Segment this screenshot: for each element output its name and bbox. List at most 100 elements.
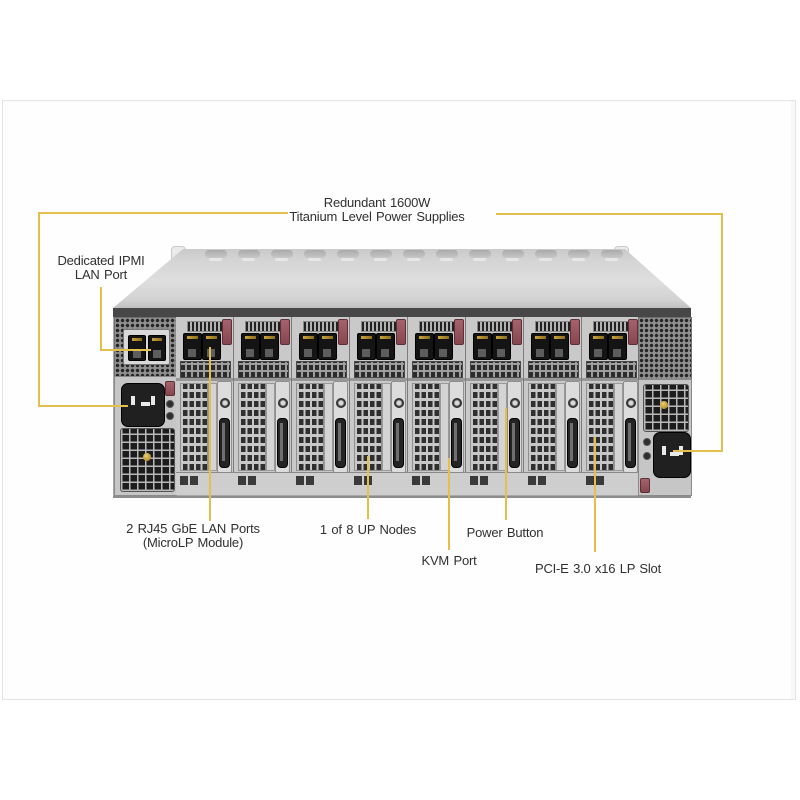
top-vent [337,250,359,258]
module-mesh [412,361,463,378]
module-vent-strip [361,321,398,332]
gbe-lan-port-1 [415,333,434,360]
ipmi-lan-module [123,329,170,365]
power-button-icon [452,398,462,408]
ipmi-lan-port-1 [128,335,146,361]
module-mesh [354,361,405,378]
bracket-edge [382,383,391,471]
fan-screw [660,401,668,409]
psu-latch-tab [165,381,175,396]
module-mesh [180,361,231,378]
top-vent [502,250,524,258]
gbe-lan-port-2 [202,333,221,360]
module-vent-strip [419,321,456,332]
ejector-tab-icon [454,319,464,345]
gbe-lan-port-2 [434,333,453,360]
left-power-supply [114,376,177,496]
gbe-lan-port-2 [550,333,569,360]
callout-line-ps-right-h [496,213,723,215]
gbe-lan-port-2 [492,333,511,360]
gbe-lan-port-1 [183,333,202,360]
gbe-lan-port-1 [299,333,318,360]
psu-latch-tab [640,478,650,493]
node-module [408,317,467,472]
top-vent [271,250,293,258]
gbe-lan-port-1 [473,333,492,360]
gbe-lan-port-1 [241,333,260,360]
right-power-supply [638,379,692,496]
node-module [350,317,409,472]
module-latch [422,476,430,485]
gbe-lan-port-1 [531,333,550,360]
pcie-slot-vent [528,383,556,471]
gbe-lan-port-1 [589,333,608,360]
ejector-tab-icon [570,319,580,345]
top-vent [535,250,557,258]
module-mesh [528,361,579,378]
chassis-rear-panel [113,308,691,498]
module-vent-strip [593,321,630,332]
label-kvm: KVM Port [394,554,504,568]
fan-screw [143,453,151,461]
bracket-edge [556,383,565,471]
chassis-top-panel [113,246,691,309]
top-vent [205,250,227,258]
callout-line-ps-right-v [721,213,723,452]
node-module [234,317,293,472]
ejector-tab-icon [338,319,348,345]
label-nodes: 1 of 8 UP Nodes [293,523,443,537]
ejector-tab-icon [396,319,406,345]
power-button-icon [278,398,288,408]
node-module [292,317,351,472]
callout-line-ps-left-h [38,212,288,214]
module-latch [354,476,362,485]
top-vent [403,250,425,258]
gbe-lan-port-2 [376,333,395,360]
module-vent-strip [187,321,224,332]
module-latch [480,476,488,485]
module-mesh [296,361,347,378]
module-mesh [238,361,289,378]
module-latch [306,476,314,485]
pcie-slot-vent [238,383,266,471]
gbe-lan-port-2 [608,333,627,360]
top-vent [304,250,326,258]
kvm-port-connector [277,418,288,468]
module-vent-strip [245,321,282,332]
callout-line-ipmi-v [100,287,102,351]
module-mesh [470,361,521,378]
module-latch [538,476,546,485]
bracket-edge [324,383,333,471]
power-button-icon [336,398,346,408]
gbe-lan-port-1 [357,333,376,360]
label-ipmi: Dedicated IPMI LAN Port [31,254,171,281]
module-latch [412,476,420,485]
module-vent-strip [303,321,340,332]
callout-line-ps-left-v [38,212,40,407]
callout-line-ipmi-h [100,349,151,351]
label-power-button: Power Button [440,526,570,540]
node-module [176,317,235,472]
top-vent [238,250,260,258]
bracket-edge [266,383,275,471]
power-button-icon [626,398,636,408]
module-latch [586,476,594,485]
ejector-tab-icon [222,319,232,345]
module-latch [248,476,256,485]
pcie-slot-vent [180,383,208,471]
callout-line-ps-right-end [673,450,723,452]
top-vent [436,250,458,258]
label-power-supplies: Redundant 1600W Titanium Level Power Sup… [252,196,502,223]
pcie-slot-vent [586,383,614,471]
bottom-rail [176,472,642,495]
gbe-lan-port-2 [260,333,279,360]
module-latch [180,476,188,485]
module-latch [238,476,246,485]
top-vent [370,250,392,258]
kvm-port-connector [393,418,404,468]
bracket-edge [614,383,623,471]
ipmi-lan-port-2 [148,335,166,361]
callout-line-power-button [505,408,507,520]
module-latch [470,476,478,485]
